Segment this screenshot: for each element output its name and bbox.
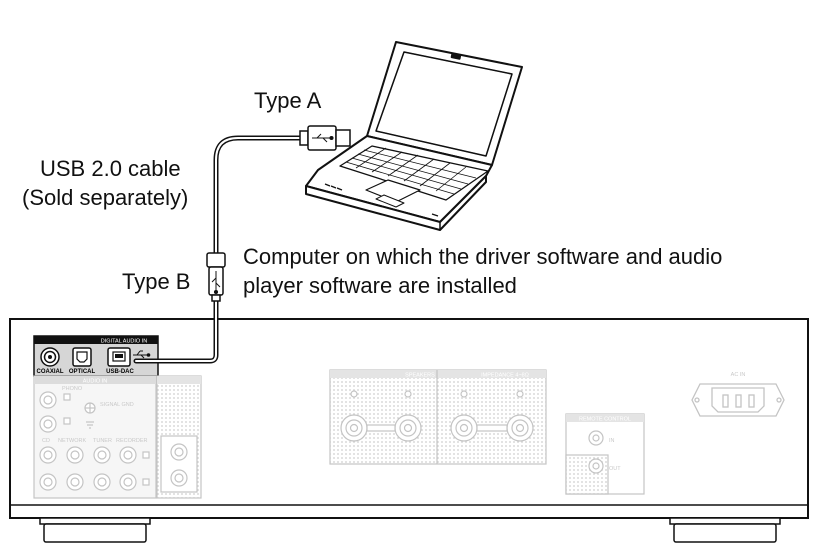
ac-in-socket: AC IN xyxy=(691,372,785,417)
right-foot xyxy=(669,517,781,543)
type-a-label: Type A xyxy=(254,88,322,113)
optical-jack[interactable] xyxy=(72,347,92,367)
usb-dac-label: USB-DAC xyxy=(106,369,134,375)
input-label-tuner: TUNER xyxy=(93,438,112,444)
remote-out-label: OUT xyxy=(609,466,621,472)
coaxial-label: COAXIAL xyxy=(37,369,64,375)
left-foot xyxy=(39,517,151,543)
usb-symbol-icon xyxy=(133,350,151,359)
optical-label: OPTICAL xyxy=(69,369,96,375)
computer-label-line1: Computer on which the driver software an… xyxy=(243,244,723,269)
phono-label: PHONO xyxy=(62,386,83,392)
digital-audio-in-label: DIGITAL AUDIO IN xyxy=(101,339,147,345)
remote-control-block: REMOTE CONTROL IN OUT xyxy=(565,413,645,495)
impedance-label: IMPEDANCE 4~8Ω xyxy=(481,373,529,379)
remote-control-label: REMOTE CONTROL xyxy=(579,417,631,423)
type-b-label: Type B xyxy=(122,269,191,294)
remote-in-label: IN xyxy=(609,438,615,444)
usb-dac-port[interactable] xyxy=(107,347,131,367)
input-label-network: NETWORK xyxy=(58,438,86,444)
speakers-label: SPEAKERS xyxy=(405,373,435,379)
cable-label-line2: (Sold separately) xyxy=(22,185,189,210)
input-label-cd: CD xyxy=(42,438,50,444)
audio-in-block: AUDIO IN PHONO SIGNAL GND CD NETWORK TUN… xyxy=(33,375,157,499)
usb-cable xyxy=(133,135,303,364)
laptop-icon xyxy=(305,41,523,231)
speakers-block: SPEAKERS IMPEDANCE 4~8Ω xyxy=(329,369,547,465)
computer-label-line2: player software are installed xyxy=(243,273,517,298)
type-a-connector xyxy=(299,125,351,151)
coaxial-jack[interactable] xyxy=(40,347,60,367)
input-label-recorder: RECORDER xyxy=(116,438,148,444)
audio-in-label: AUDIO IN xyxy=(83,379,107,385)
digital-audio-in-block: DIGITAL AUDIO IN COAXIAL OPTICAL USB-DAC xyxy=(33,335,159,377)
type-b-connector xyxy=(206,252,226,302)
pre-out-block xyxy=(156,375,202,499)
cable-label-line1: USB 2.0 cable xyxy=(40,156,181,181)
signal-gnd-label: SIGNAL GND xyxy=(100,402,134,408)
ac-in-label: AC IN xyxy=(731,372,746,378)
